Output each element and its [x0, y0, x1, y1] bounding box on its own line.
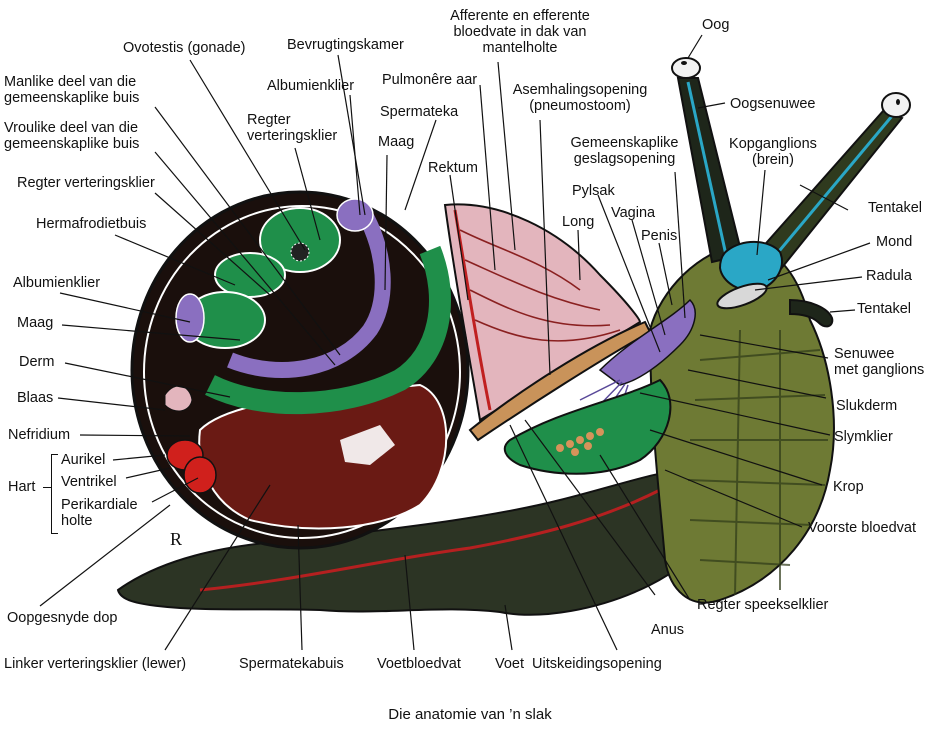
label-kopganglions-line-1: Kopganglions: [729, 136, 817, 152]
label-penis: Penis: [641, 228, 678, 244]
label-regter-vert-top-line-1: Regter: [247, 112, 291, 128]
lung-vessels: [453, 209, 621, 411]
label-manlike-line-2: gemeenskaplike buis: [4, 90, 140, 106]
label-derm: Derm: [19, 354, 55, 370]
right-eye: [881, 92, 911, 118]
label-regter-verteringsklier-left: Regter verteringsklier: [17, 175, 155, 191]
label-vroulike-line-2: gemeenskaplike buis: [4, 136, 140, 152]
label-senuwee-met-ganglions: Senuwee met ganglions: [834, 346, 924, 378]
label-tentakel-top: Tentakel: [868, 200, 923, 216]
label-voetbloedvat: Voetbloedvat: [377, 656, 461, 672]
label-maag-left: Maag: [17, 315, 54, 331]
label-regter-speekselklier: Regter speekselklier: [697, 597, 829, 613]
label-gemeenskaplike-line-2: geslagsopening: [573, 151, 676, 167]
heart-bracket: [51, 454, 58, 534]
artist-signature: R: [170, 529, 182, 549]
label-voet: Voet: [495, 656, 525, 672]
heart-bracket-tick: [43, 487, 51, 488]
label-bevrugtingskamer: Bevrugtingskamer: [287, 37, 404, 53]
label-anus: Anus: [651, 622, 685, 638]
label-linker-verteringsklier: Linker verteringsklier (lewer): [4, 656, 187, 672]
label-vagina: Vagina: [611, 205, 656, 221]
body-texture: [687, 329, 828, 596]
leader-lines: [39, 34, 871, 651]
label-hart: Hart: [8, 479, 36, 495]
label-spermatekabuis: Spermatekabuis: [239, 656, 344, 672]
ovotestis: [290, 242, 310, 262]
label-senuwee-line-2: met ganglions: [834, 362, 925, 378]
label-gemeenskaplike-line-1: Gemeenskaplike: [570, 135, 679, 151]
radula: [716, 282, 768, 310]
label-pulmonere-aar: Pulmonêre aar: [382, 72, 478, 88]
label-asemhaling-line-2: (pneumostoom): [529, 98, 631, 114]
label-afferente-line-1: Afferente en efferente: [450, 8, 590, 24]
figure-caption: Die anatomie van ’n slak: [388, 706, 552, 723]
label-manlike-deel: Manlike deel van die gemeenskaplike buis: [4, 74, 139, 106]
label-albumienklier-top: Albumienklier: [267, 78, 355, 94]
label-asemhalingsopening: Asemhalingsopening (pneumostoom): [500, 82, 660, 114]
label-vroulike-line-1: Vroulike deel van die: [4, 120, 139, 136]
label-blaas: Blaas: [17, 390, 54, 406]
label-aurikel: Aurikel: [61, 452, 106, 468]
label-krop: Krop: [833, 479, 864, 495]
label-afferente-line-3: mantelholte: [482, 40, 558, 56]
label-oopgesnyde-dop: Oopgesnyde dop: [7, 610, 118, 626]
label-afferente-bloedvate: Afferente en efferente bloedvate in dak …: [440, 8, 600, 56]
label-albumienklier-left: Albumienklier: [13, 275, 101, 291]
label-gemeenskaplike-geslagsopening: Gemeenskaplike geslagsopening: [562, 135, 687, 167]
label-slukderm: Slukderm: [836, 398, 898, 414]
label-oogsenuwee: Oogsenuwee: [730, 96, 816, 112]
lower-tentacle: [789, 298, 834, 328]
label-uitskeidingsopening: Uitskeidingsopening: [532, 656, 662, 672]
label-slymklier: Slymklier: [834, 429, 893, 445]
label-rektum: Rektum: [428, 160, 478, 176]
left-eye: [671, 57, 701, 79]
label-oog: Oog: [702, 17, 730, 33]
label-spermateka: Spermateka: [380, 104, 459, 120]
label-radula: Radula: [866, 268, 912, 284]
label-manlike-line-1: Manlike deel van die: [4, 74, 137, 90]
label-afferente-line-2: bloedvate in dak van: [453, 24, 587, 40]
label-long: Long: [562, 214, 595, 230]
crop: [503, 378, 672, 475]
label-ovotestis: Ovotestis (gonade): [123, 40, 246, 56]
digestive-gland-upper: [259, 207, 341, 273]
bladder: [164, 385, 193, 412]
label-maag-top: Maag: [378, 134, 415, 150]
label-hermafrodietbuis: Hermafrodietbuis: [36, 216, 147, 232]
albumen-gland: [227, 211, 391, 378]
foot-blood-vessel: [199, 488, 661, 592]
reproductive-organs: [598, 298, 696, 386]
label-perikardiale-line-2: holte: [61, 513, 93, 529]
label-vroulike-deel: Vroulike deel van die gemeenskaplike bui…: [4, 120, 139, 152]
label-kopganglions: Kopganglions (brein): [718, 136, 828, 168]
label-senuwee-line-1: Senuwee: [834, 346, 895, 362]
label-pylsak: Pylsak: [572, 183, 615, 199]
label-asemhaling-line-1: Asemhalingsopening: [512, 82, 648, 98]
label-regter-verteringsklier-top: Regter verteringsklier: [247, 112, 337, 144]
label-tentakel-lower: Tentakel: [857, 301, 912, 317]
label-nefridium: Nefridium: [8, 427, 71, 443]
label-perikardiale-line-1: Perikardiale: [61, 497, 138, 513]
salivary-gland: [556, 428, 604, 456]
label-perikardiale-holte: Perikardiale holte: [61, 497, 138, 529]
label-regter-vert-top-line-2: verteringsklier: [247, 128, 338, 144]
label-ventrikel: Ventrikel: [61, 474, 117, 490]
label-mond: Mond: [876, 234, 913, 250]
label-kopganglions-line-2: (brein): [752, 152, 794, 168]
intestine: [205, 245, 451, 415]
heart-ventricle: [183, 456, 217, 494]
label-voorste-bloedvat: Voorste bloedvat: [808, 520, 917, 536]
